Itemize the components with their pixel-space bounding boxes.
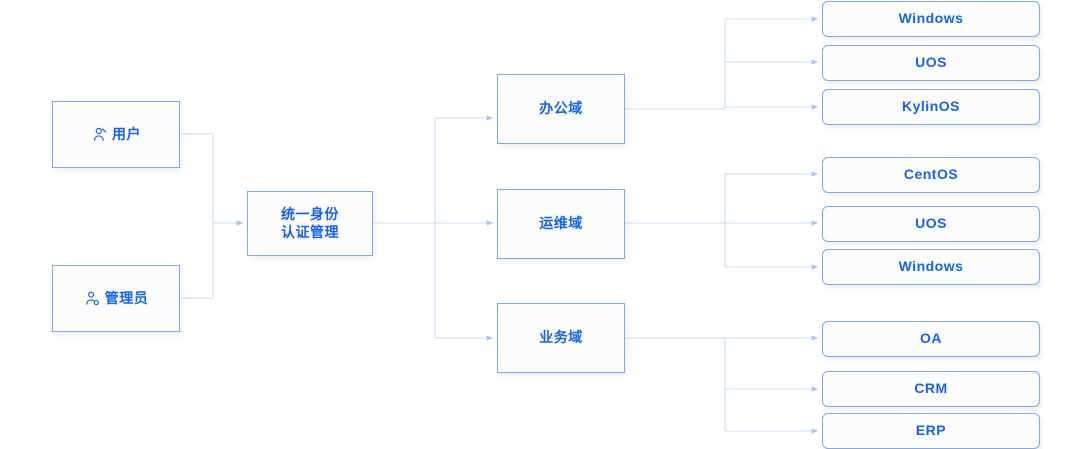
person-icon [93,127,107,141]
node-ops-centos-label: CentOS [903,166,959,183]
ops-group-connectors [625,171,819,270]
node-business-domain-label: 业务域 [539,329,583,346]
node-unified-auth-label: 统一身份 认证管理 [281,205,339,240]
person-gear-icon [85,291,99,306]
node-business-crm[interactable]: CRM [822,371,1040,407]
node-user-label: 用户 [112,125,141,142]
node-office-kylinos-label: KylinOS [902,98,960,115]
edge-user-to-center [180,133,214,223]
node-user[interactable]: 用户 [52,101,180,168]
node-ops-centos[interactable]: CentOS [822,157,1040,193]
node-business-erp-label: ERP [915,422,947,439]
node-admin[interactable]: 管理员 [52,265,180,332]
edge-admin-to-center [180,223,214,299]
node-ops-domain-label: 运维域 [539,215,583,232]
office-group-connectors [625,16,819,110]
node-office-uos[interactable]: UOS [822,45,1040,81]
node-business-erp[interactable]: ERP [822,413,1040,449]
node-office-domain[interactable]: 办公域 [497,74,625,144]
node-business-oa-label: OA [920,330,942,347]
node-admin-label: 管理员 [104,289,149,306]
node-office-windows-label: Windows [898,10,964,27]
node-ops-uos-label: UOS [915,215,947,232]
node-unified-auth[interactable]: 统一身份 认证管理 [247,191,373,256]
node-office-domain-label: 办公域 [539,100,583,117]
node-ops-windows-label: Windows [898,258,964,275]
actor-to-center-connectors [180,133,244,299]
node-ops-windows[interactable]: Windows [822,249,1040,285]
node-business-domain[interactable]: 业务域 [497,303,625,373]
node-office-windows[interactable]: Windows [822,1,1040,37]
center-to-domain-connectors [373,115,494,341]
node-office-uos-label: UOS [915,54,947,71]
node-business-oa[interactable]: OA [822,321,1040,357]
node-ops-domain[interactable]: 运维域 [497,189,625,259]
business-group-connectors [625,335,819,434]
node-office-kylinos[interactable]: KylinOS [822,89,1040,125]
node-business-crm-label: CRM [914,380,948,397]
node-ops-uos[interactable]: UOS [822,206,1040,242]
